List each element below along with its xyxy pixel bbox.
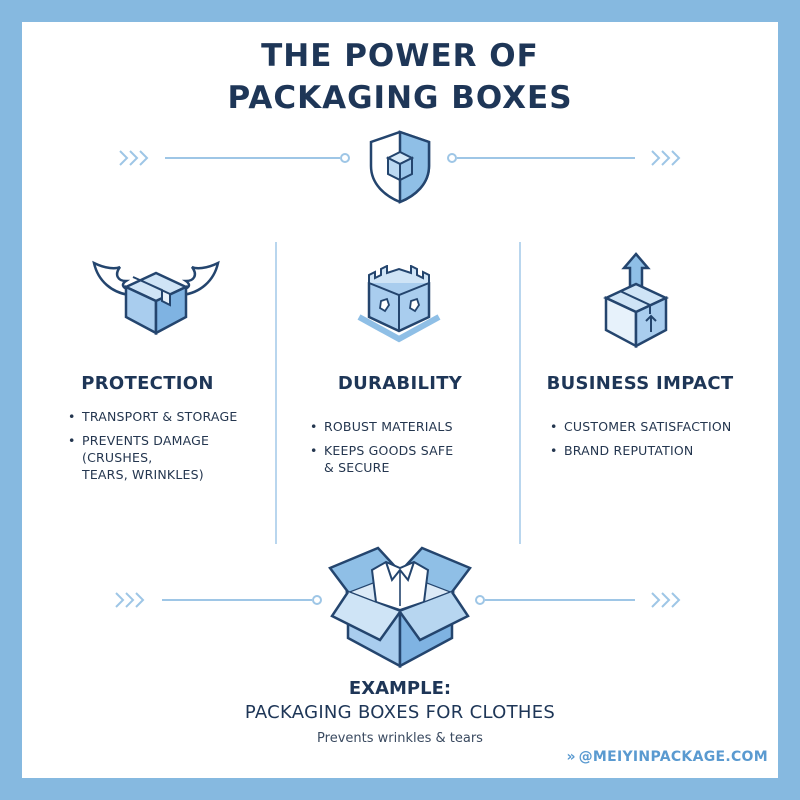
box-arrow-up-icon bbox=[603, 252, 669, 349]
divider-dot bbox=[340, 153, 350, 163]
winged-box-icon bbox=[92, 260, 220, 336]
column-separator bbox=[519, 242, 521, 544]
column-separator bbox=[275, 242, 277, 544]
list-item: ROBUST MATERIALS bbox=[310, 418, 510, 435]
chevrons-right-icon bbox=[119, 150, 149, 166]
fortress-box-icon bbox=[357, 265, 441, 343]
divider-dot bbox=[447, 153, 457, 163]
protection-bullets: TRANSPORT & STORAGE PREVENTS DAMAGE (CRU… bbox=[68, 408, 268, 490]
list-item: BRAND REPUTATION bbox=[550, 442, 765, 459]
example-title: EXAMPLE: bbox=[348, 678, 452, 699]
divider-dot bbox=[475, 595, 485, 605]
chevrons-right-icon bbox=[651, 592, 681, 608]
divider-line bbox=[485, 599, 635, 601]
column-title-durability: DURABILITY bbox=[337, 373, 463, 394]
column-title-business-impact: BUSINESS IMPACT bbox=[546, 373, 734, 394]
example-subtitle: PACKAGING BOXES FOR CLOTHES bbox=[244, 702, 556, 723]
page-title-line2: PACKAGING BOXES bbox=[227, 80, 573, 116]
watermark-text: @MEIYINPACKAGE.COM bbox=[578, 749, 768, 765]
watermark: »@MEIYINPACKAGE.COM bbox=[567, 749, 768, 765]
open-box-shirt-icon bbox=[328, 546, 472, 669]
chevrons-right-icon bbox=[651, 150, 681, 166]
durability-bullets: ROBUST MATERIALS KEEPS GOODS SAFE & SECU… bbox=[310, 418, 510, 483]
list-item: TRANSPORT & STORAGE bbox=[68, 408, 268, 425]
business-impact-bullets: CUSTOMER SATISFACTION BRAND REPUTATION bbox=[550, 418, 765, 466]
divider-line bbox=[165, 157, 340, 159]
divider-line bbox=[162, 599, 312, 601]
shield-box-icon bbox=[369, 130, 431, 204]
example-note: Prevents wrinkles & tears bbox=[317, 731, 483, 746]
divider-line bbox=[457, 157, 635, 159]
divider-dot bbox=[312, 595, 322, 605]
column-title-protection: PROTECTION bbox=[81, 373, 214, 394]
chevrons-right-icon: » bbox=[566, 749, 576, 765]
page-title-line1: THE POWER OF bbox=[261, 38, 539, 74]
chevrons-right-icon bbox=[115, 592, 145, 608]
list-item: PREVENTS DAMAGE (CRUSHES, TEARS, WRINKLE… bbox=[68, 432, 268, 483]
list-item: CUSTOMER SATISFACTION bbox=[550, 418, 765, 435]
list-item: KEEPS GOODS SAFE & SECURE bbox=[310, 442, 510, 476]
